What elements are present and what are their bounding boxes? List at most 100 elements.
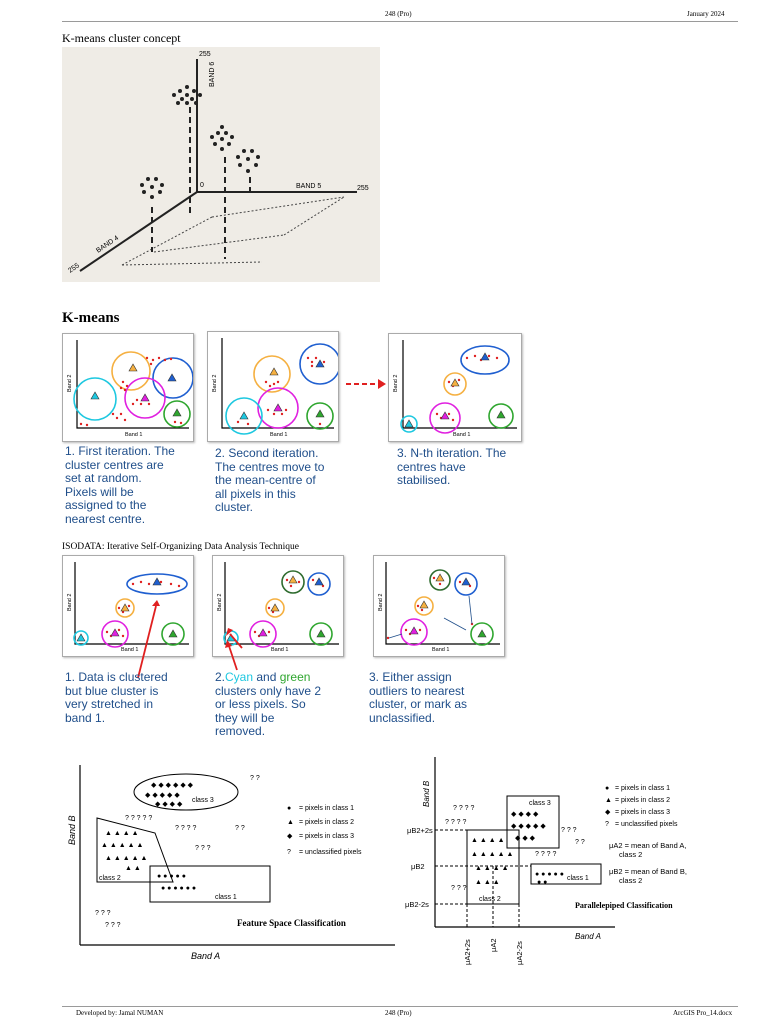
svg-text:◆ ◆ ◆ ◆: ◆ ◆ ◆ ◆ bbox=[511, 811, 539, 818]
svg-text:? ? ?: ? ? ? bbox=[451, 885, 467, 892]
par-legend-sym-4: ? bbox=[605, 821, 609, 828]
kmeans-3d-concept-figure: 255 BAND 6 BAND 5 255 0 BAND 4 255 bbox=[62, 47, 380, 282]
band2-label: Band 2 bbox=[217, 594, 223, 611]
footer-filename: ArcGIS Pro_14.docx bbox=[673, 1009, 733, 1017]
svg-text:? ? ? ?: ? ? ? ? bbox=[453, 805, 475, 812]
svg-text:? ? ? ? ?: ? ? ? ? ? bbox=[125, 815, 152, 822]
par-class2-label: class 2 bbox=[479, 896, 501, 903]
feature-legend-sym-3: ◆ bbox=[287, 833, 293, 840]
svg-text:● ● ● ● ●: ● ● ● ● ● bbox=[535, 871, 564, 878]
svg-text:◆ ◆ ◆ ◆ ◆: ◆ ◆ ◆ ◆ ◆ bbox=[511, 823, 546, 830]
par-legend-2: = pixels in class 2 bbox=[615, 797, 670, 804]
feature-class2-label: class 2 bbox=[99, 875, 121, 882]
par-legend-1: = pixels in class 1 bbox=[615, 785, 670, 792]
par-class3-label: class 3 bbox=[529, 800, 551, 807]
feature-class1-label: class 1 bbox=[215, 894, 237, 901]
band1-label: Band 1 bbox=[125, 432, 142, 438]
kmeans-iteration-2-panel: Band 2 Band 1 bbox=[207, 331, 339, 442]
svg-text:◆ ◆ ◆ ◆: ◆ ◆ ◆ ◆ bbox=[155, 801, 183, 808]
feature-space-title: Feature Space Classification bbox=[237, 918, 346, 928]
origin-label: 0 bbox=[200, 182, 204, 189]
svg-text:▲ ▲ ▲ ▲ ▲: ▲ ▲ ▲ ▲ ▲ bbox=[105, 855, 147, 862]
feature-legend-sym-2: ▲ bbox=[287, 819, 294, 826]
svg-text:? ?: ? ? bbox=[575, 839, 585, 846]
feature-legend-3: = pixels in class 3 bbox=[299, 833, 354, 840]
svg-text:? ? ? ?: ? ? ? ? bbox=[175, 825, 197, 832]
feature-legend-4: = unclassified pixels bbox=[299, 849, 362, 856]
svg-text:? ? ?: ? ? ? bbox=[561, 827, 577, 834]
isodata-caption-3: 3. Either assign outliers to nearest clu… bbox=[369, 670, 468, 725]
band1-label: Band 1 bbox=[270, 432, 287, 438]
header-rule bbox=[62, 21, 738, 22]
par-legend-sym-2: ▲ bbox=[605, 797, 612, 804]
isodata-red-arrows bbox=[137, 600, 243, 679]
footer-page-number: 248 (Pro) bbox=[385, 1009, 412, 1017]
svg-text:? ? ?: ? ? ? bbox=[95, 910, 111, 917]
axis-right-label: 255 bbox=[357, 185, 369, 192]
par-x-tick-1: μA2+2s bbox=[463, 939, 472, 965]
par-legend-sym-1: ● bbox=[605, 785, 609, 792]
caption-2-and: and bbox=[253, 670, 280, 684]
footer-author: Developed by: Jamal NUMAN bbox=[76, 1009, 164, 1017]
band1-label: Band 1 bbox=[453, 432, 470, 438]
axis-top-label: 255 bbox=[199, 51, 211, 58]
isodata-step-1-panel: Band 2 Band 1 bbox=[62, 555, 194, 657]
par-y-tick-3: μB2-2s bbox=[405, 900, 429, 909]
caption-2-green: green bbox=[279, 670, 311, 684]
header-date: January 2024 bbox=[687, 10, 725, 18]
isodata-caption-1: 1. Data is clustered but blue cluster is… bbox=[65, 670, 168, 725]
par-mu-b2: μB2 = mean of Band B,class 2 bbox=[609, 867, 687, 885]
band2-label: Band 2 bbox=[212, 375, 218, 392]
isodata-caption-2: 2.Cyan and green clusters only have 2 or… bbox=[215, 670, 355, 739]
svg-text:? ? ?: ? ? ? bbox=[195, 845, 211, 852]
feature-legend-sym-4: ? bbox=[287, 849, 291, 856]
mu-a2-line: μA2 = mean of Band A, bbox=[609, 841, 687, 850]
band2-label: Band 2 bbox=[67, 375, 73, 392]
feature-legend-sym-1: ● bbox=[287, 805, 291, 812]
kmeans-caption-3: 3. N-th iteration. The centres have stab… bbox=[397, 446, 507, 488]
svg-text:▲ ▲ ▲ ▲ ▲: ▲ ▲ ▲ ▲ ▲ bbox=[471, 851, 513, 858]
caption-2-cyan: Cyan bbox=[225, 670, 254, 684]
svg-text:▲ ▲ ▲ ▲ ▲: ▲ ▲ ▲ ▲ ▲ bbox=[101, 842, 143, 849]
mu-b2-line-cont: class 2 bbox=[619, 876, 642, 885]
feature-x-label: Band A bbox=[191, 951, 220, 961]
par-x-label: Band A bbox=[575, 932, 601, 941]
axis-bottom-label: 255 bbox=[67, 262, 81, 274]
kmeans-caption-1: 1. First iteration. The cluster centres … bbox=[65, 444, 175, 526]
svg-text:▲ ▲ ▲ ▲: ▲ ▲ ▲ ▲ bbox=[475, 865, 509, 872]
svg-text:◆ ◆ ◆ ◆ ◆ ◆: ◆ ◆ ◆ ◆ ◆ ◆ bbox=[151, 782, 194, 789]
par-legend-sym-3: ◆ bbox=[605, 809, 611, 816]
band2-label: Band 2 bbox=[393, 375, 399, 392]
header-page-number: 248 (Pro) bbox=[385, 10, 412, 18]
par-x-tick-2: μA2 bbox=[489, 939, 498, 953]
band2-label: Band 2 bbox=[67, 594, 73, 611]
par-y-label: Band B bbox=[422, 780, 431, 807]
svg-text:? ? ? ?: ? ? ? ? bbox=[445, 819, 467, 826]
svg-text:? ?: ? ? bbox=[250, 775, 260, 782]
kmeans-iteration-n-panel: Band 2 Band 1 bbox=[388, 333, 522, 442]
isodata-step-3-panel: Band 2 Band 1 bbox=[373, 555, 505, 657]
isodata-cyan-arrow bbox=[225, 640, 238, 671]
svg-text:? ? ?: ? ? ? bbox=[105, 922, 121, 929]
iteration-arrow bbox=[346, 379, 386, 389]
feature-space-diagram: Band B Band A class 3 class 2 class 1 ◆ … bbox=[65, 760, 400, 965]
par-legend-4: = unclassified pixels bbox=[615, 821, 678, 828]
svg-text:? ?: ? ? bbox=[235, 825, 245, 832]
feature-y-label: Band B bbox=[67, 815, 77, 845]
caption-2-rest: clusters only have 2 or less pixels. So … bbox=[215, 683, 322, 739]
kmeans-iteration-1-panel: Band 2 Band 1 bbox=[62, 333, 194, 442]
par-y-tick-2: μB2 bbox=[411, 862, 425, 871]
svg-text:● ● ● ● ● ●: ● ● ● ● ● ● bbox=[161, 885, 196, 892]
par-legend-3: = pixels in class 3 bbox=[615, 809, 670, 816]
svg-text:● ● ● ● ●: ● ● ● ● ● bbox=[157, 873, 186, 880]
feature-class3-label: class 3 bbox=[192, 797, 214, 804]
caption-2-prefix: 2. bbox=[215, 670, 226, 684]
mu-b2-line: μB2 = mean of Band B, bbox=[609, 867, 687, 876]
par-x-tick-3: μA2-2s bbox=[515, 941, 524, 965]
svg-text:▲ ▲ ▲: ▲ ▲ ▲ bbox=[475, 879, 500, 886]
svg-text:▲ ▲ ▲ ▲: ▲ ▲ ▲ ▲ bbox=[471, 837, 505, 844]
mu-a2-line-cont: class 2 bbox=[619, 850, 642, 859]
par-mu-a2: μA2 = mean of Band A,class 2 bbox=[609, 841, 687, 859]
band6-label: BAND 6 bbox=[209, 62, 216, 87]
band1-label: Band 1 bbox=[121, 647, 138, 653]
